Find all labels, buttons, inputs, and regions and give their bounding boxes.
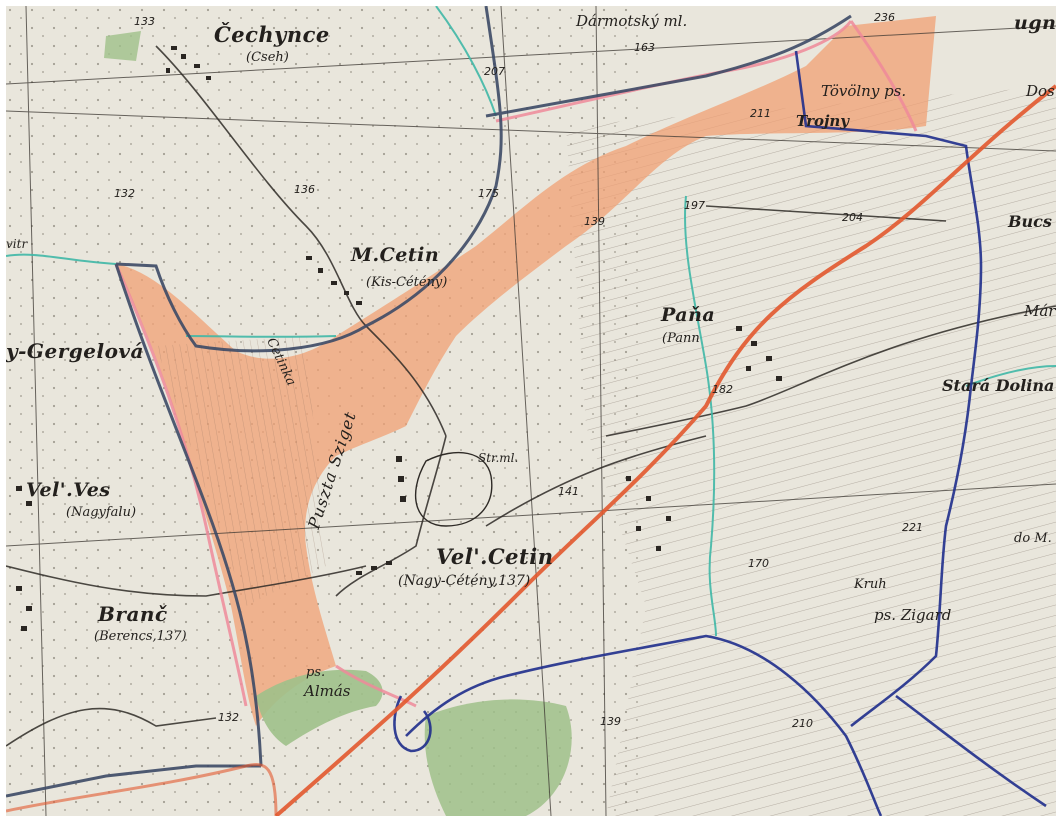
map-drawing <box>6 6 1056 816</box>
ring-road <box>414 451 493 527</box>
hill-hatching <box>566 86 1056 816</box>
place-ugno: ugno <box>1014 12 1056 34</box>
place-pana-alt: (Pann <box>662 331 700 346</box>
place-m-cetin[interactable]: M.Cetin <box>351 244 440 266</box>
blue-boundary <box>393 50 1047 816</box>
label-trojny: Trojny <box>796 112 850 130</box>
place-cechynce-alt: (Cseh) <box>246 50 289 65</box>
roads <box>6 45 1056 747</box>
elevation-133: 133 <box>134 15 155 28</box>
elevation-210: 210 <box>792 717 813 730</box>
place-do-m: do M. <box>1014 531 1052 546</box>
green-area-almas <box>256 669 383 746</box>
elevation-207: 207 <box>484 65 505 78</box>
label-darmotsky-mill: Dármotský ml. <box>576 12 688 30</box>
elevation-132-south: 132 <box>218 711 239 724</box>
elevation-139-north: 139 <box>584 215 605 228</box>
place-vel-ves-alt: (Nagyfalu) <box>66 505 137 520</box>
place-vel-ves[interactable]: Vel'.Ves <box>26 479 111 501</box>
place-branc[interactable]: Branč <box>98 602 168 626</box>
elevation-197: 197 <box>684 199 705 212</box>
elevation-175: 175 <box>478 187 499 200</box>
elevation-132-north: 132 <box>114 187 135 200</box>
place-branc-alt: (Berencs,137) <box>94 629 187 644</box>
place-m-cetin-alt: (Kis-Cétény) <box>366 275 448 290</box>
place-stara-dolina[interactable]: Stará Dolina <box>942 376 1055 395</box>
elevation-139-south: 139 <box>600 715 621 728</box>
place-pana[interactable]: Paňa <box>661 304 716 326</box>
elevation-141: 141 <box>558 485 579 498</box>
place-dos: Dos <box>1026 82 1055 100</box>
green-area-north <box>104 31 141 61</box>
elevation-170: 170 <box>748 557 769 570</box>
place-bucs[interactable]: Bucs <box>1008 212 1052 231</box>
elevation-211: 211 <box>750 107 771 120</box>
label-tovolny: Tövölny ps. <box>821 82 907 100</box>
label-ps-zigard: ps. Zigard <box>874 606 952 624</box>
streams <box>6 6 1056 637</box>
place-cechynce[interactable]: Čechynce <box>214 22 330 47</box>
label-vitr: vitr <box>6 237 28 251</box>
topographic-map[interactable]: Čechynce (Cseh) M.Cetin (Kis-Cétény) y-G… <box>6 6 1056 816</box>
place-vel-cetin-alt: (Nagy-Cétény,137) <box>398 573 531 589</box>
green-area-south <box>424 699 572 816</box>
label-almas: Almás <box>304 682 351 700</box>
village-buildings <box>16 46 782 631</box>
label-ps: ps. <box>306 665 326 680</box>
label-str-mill: Str.ml. <box>478 451 519 465</box>
red-route-west <box>6 762 278 816</box>
grey-boundary <box>6 6 852 798</box>
elevation-136: 136 <box>294 183 315 196</box>
place-vel-cetin[interactable]: Vel'.Cetin <box>436 544 554 569</box>
elevation-182: 182 <box>712 383 733 396</box>
elevation-204: 204 <box>842 211 863 224</box>
elevation-221: 221 <box>902 521 923 534</box>
place-mar: Már <box>1024 302 1056 320</box>
elevation-236: 236 <box>874 11 895 24</box>
orange-hatch <box>156 336 326 606</box>
place-gergelova[interactable]: y-Gergelová <box>6 339 144 363</box>
label-kruh: Kruh <box>854 577 887 592</box>
elevation-163: 163 <box>634 41 655 54</box>
red-route <box>274 84 1056 816</box>
